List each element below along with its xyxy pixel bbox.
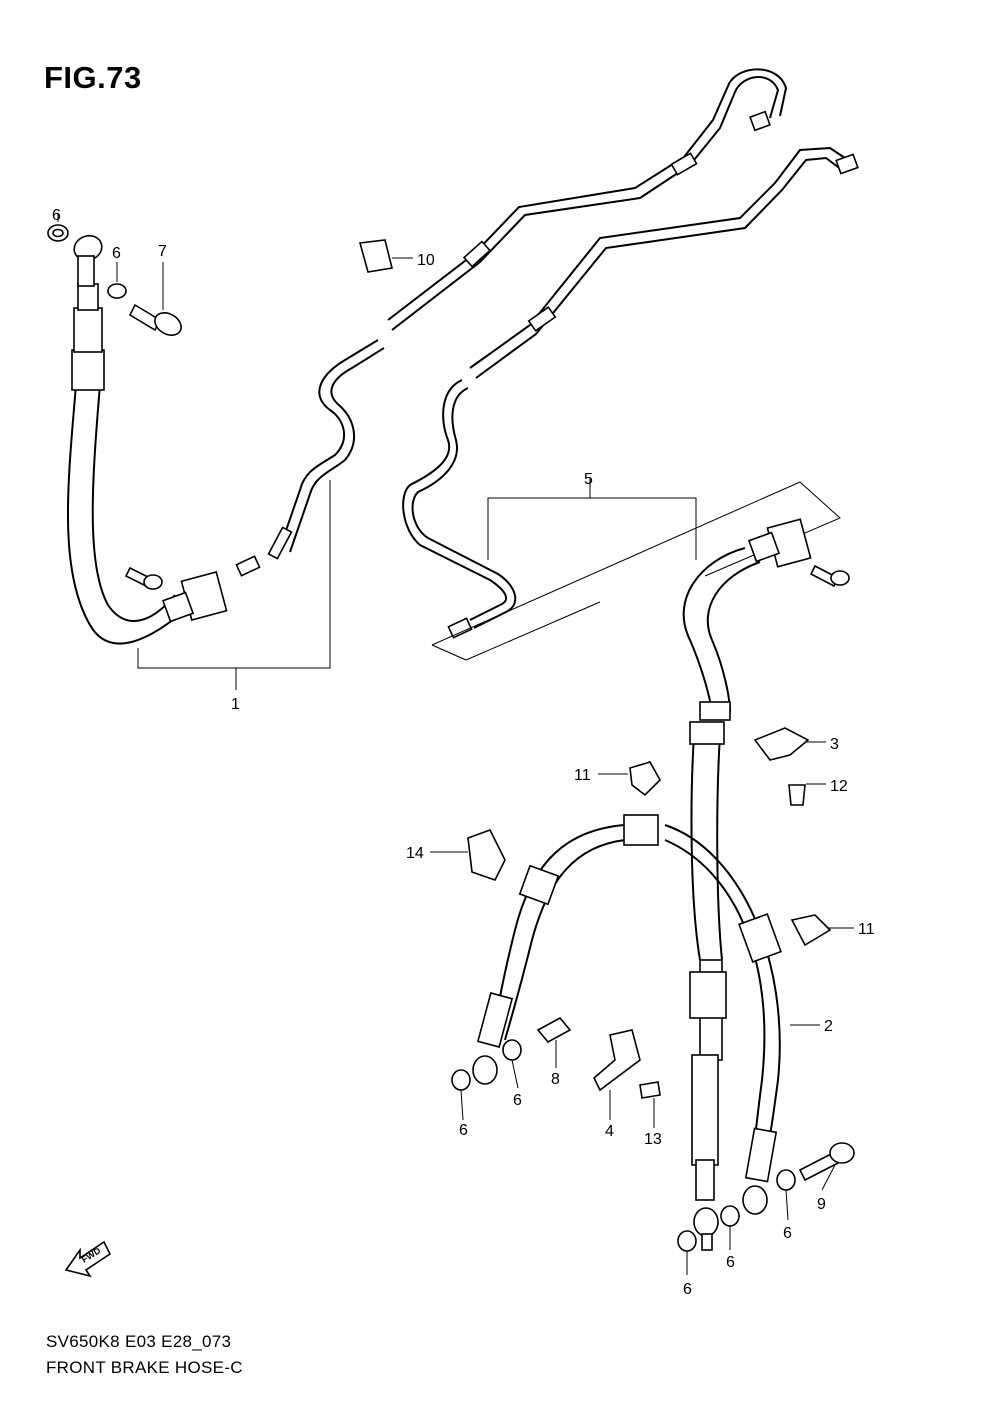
- callout-6: 6: [459, 1122, 468, 1139]
- callout-3: 3: [830, 736, 839, 753]
- callout-9: 9: [817, 1196, 826, 1213]
- fwd-arrow: FWD: [64, 1240, 112, 1278]
- clip-11b: [790, 914, 832, 947]
- hose-lower-sleeve: [691, 1054, 719, 1166]
- callout-6: 6: [513, 1092, 522, 1109]
- clamp-3: [753, 727, 810, 761]
- callout-12: 12: [830, 778, 848, 795]
- washer-6h: [720, 1205, 740, 1227]
- clamp-10: [358, 239, 393, 273]
- pipe-fitting-right: [835, 153, 859, 175]
- callout-14: 14: [406, 845, 424, 862]
- figure-title: FIG.73: [44, 60, 142, 95]
- callout-10: 10: [417, 252, 435, 269]
- pipe-fitting-top: [749, 110, 771, 132]
- clamp-14: [467, 829, 506, 881]
- washer-6g: [677, 1230, 697, 1252]
- callout-7: 7: [158, 243, 167, 260]
- upper-brake-pipe-right: [402, 146, 859, 639]
- callout-6: 6: [726, 1254, 735, 1271]
- upper-brake-pipe-left: [235, 68, 788, 577]
- banjo-fitting-left-lower: [472, 1055, 498, 1085]
- small-parts: [358, 239, 832, 1099]
- brake-hose-2: [451, 814, 855, 1215]
- brake-hose-center: [677, 721, 740, 1252]
- clip-11a: [629, 761, 661, 797]
- group-bracket-1: [137, 480, 331, 690]
- callout-13: 13: [644, 1131, 662, 1148]
- bolt-8: [536, 1016, 572, 1044]
- washer-6b: [107, 283, 127, 299]
- callout-4: 4: [605, 1123, 614, 1140]
- washer-6f: [776, 1169, 796, 1191]
- hose-grommet: [699, 701, 731, 721]
- washer-6c: [451, 1069, 471, 1091]
- bolt-13: [639, 1081, 661, 1099]
- hose-sleeve-left: [518, 864, 560, 906]
- washer-6d: [502, 1039, 522, 1061]
- hose-sleeve-right: [738, 913, 782, 963]
- model-code: SV650K8 E03 E28_073: [46, 1332, 232, 1351]
- callout-8: 8: [551, 1071, 560, 1088]
- brake-hose-right-upper: [682, 518, 850, 721]
- callout-labels: 6 6 7 10 5 1 3 11 12 14 11 2 8 6 6 4 13 …: [52, 207, 875, 1298]
- pipe-nut-right: [447, 617, 473, 639]
- callout-2: 2: [824, 1018, 833, 1035]
- leader-lines: [57, 214, 854, 1275]
- bolt-12: [788, 784, 806, 806]
- bracket-4: [593, 1029, 641, 1092]
- callout-6: 6: [683, 1281, 692, 1298]
- callout-6: 6: [112, 245, 121, 262]
- callout-6: 6: [52, 207, 61, 224]
- banjo-fitting-center: [693, 1207, 719, 1237]
- diagram-caption: FRONT BRAKE HOSE-C: [46, 1358, 243, 1377]
- callout-11: 11: [858, 921, 875, 938]
- callout-1: 1: [231, 696, 240, 713]
- group-bracket-5: [431, 478, 841, 661]
- pipe-nut-left: [235, 555, 261, 577]
- callout-5: 5: [584, 471, 593, 488]
- hose-damper: [689, 971, 727, 1019]
- callout-11: 11: [574, 767, 591, 784]
- callout-6: 6: [783, 1225, 792, 1242]
- banjo-bolt-7: [128, 303, 162, 332]
- banjo-fitting-right-lower: [742, 1185, 768, 1215]
- brake-hose-1: [47, 224, 228, 645]
- hose-clip-upper: [623, 814, 659, 846]
- hose-ferrule-left: [71, 349, 105, 391]
- hose-end-left: [73, 307, 103, 353]
